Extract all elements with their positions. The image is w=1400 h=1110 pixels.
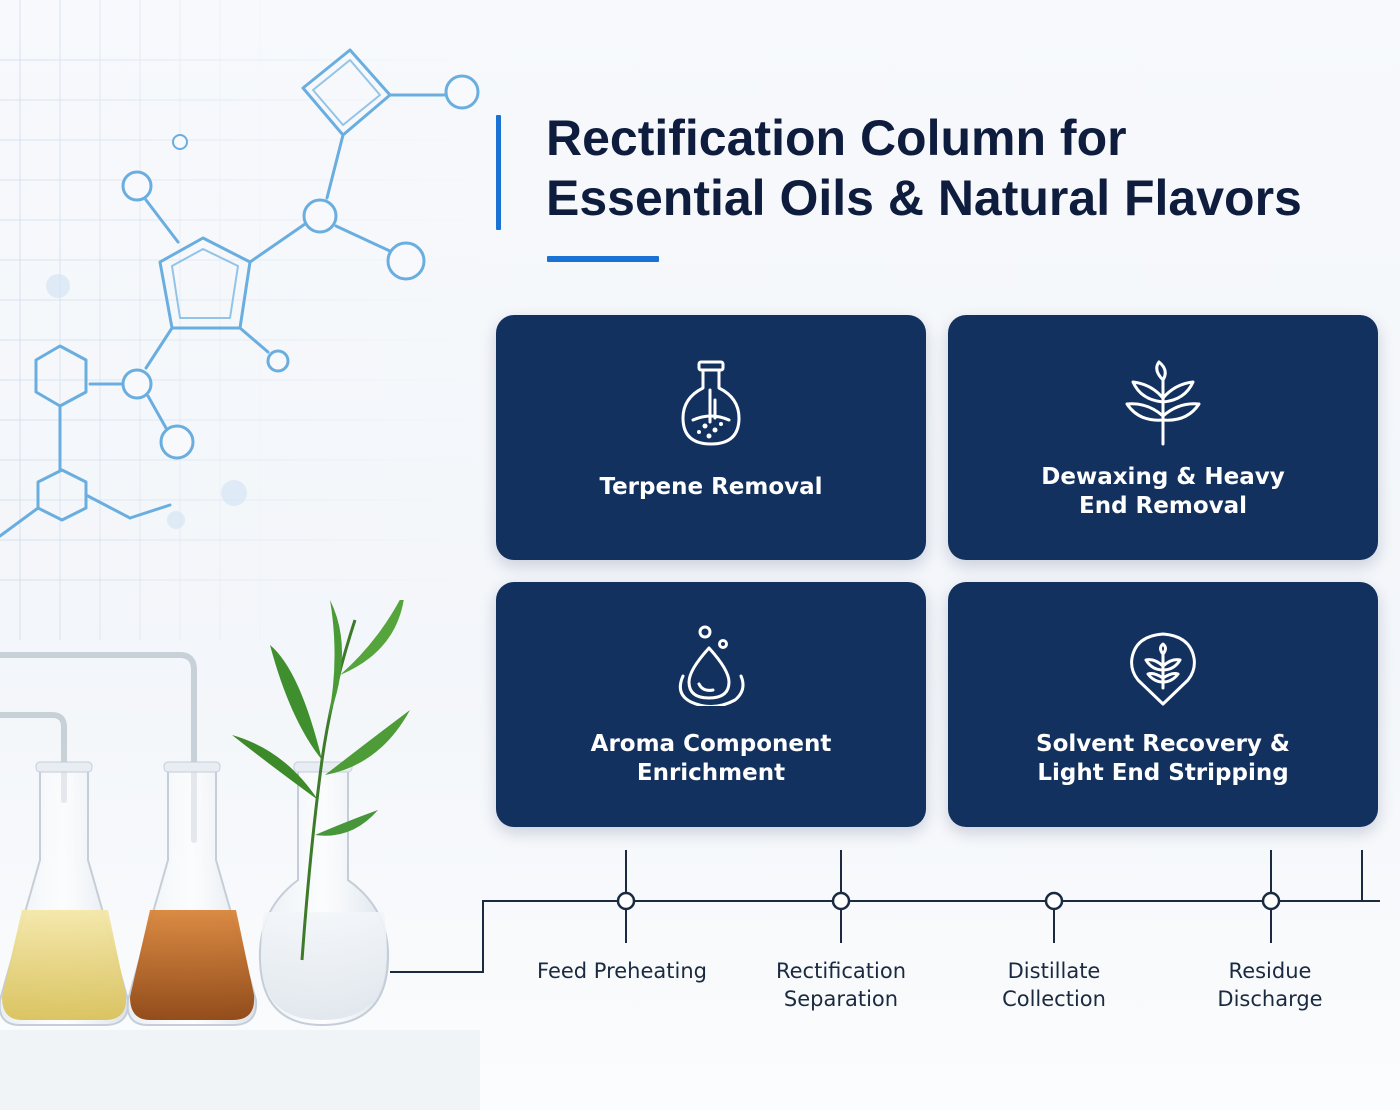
process-node — [1261, 891, 1281, 911]
card-label: Dewaxing & Heavy End Removal — [948, 463, 1378, 521]
step-label-line: Distillate — [1007, 959, 1101, 983]
droplet-icon — [678, 625, 745, 706]
page-title: Rectification Column for Essential Oils … — [546, 108, 1302, 228]
molecule-illustration — [0, 48, 480, 538]
leaf-icon — [1125, 360, 1201, 446]
step-label-line: Rectification — [775, 959, 907, 983]
card-label-line: End Removal — [1078, 493, 1248, 519]
card-label-line: Terpene Removal — [599, 474, 823, 500]
card-label: Terpene Removal — [496, 473, 926, 502]
page-title-line-2: Essential Oils & Natural Flavors — [546, 170, 1302, 226]
card-aroma-component-enrichment: Aroma Component Enrichment — [496, 582, 926, 827]
step-label-line: Discharge — [1217, 987, 1323, 1011]
process-node — [616, 891, 636, 911]
card-solvent-recovery-light-end-stripping: Solvent Recovery & Light End Stripping — [948, 582, 1378, 827]
step-distillate-collection: Distillate Collection — [954, 957, 1154, 1013]
step-label-line: Collection — [1002, 987, 1106, 1011]
card-label-line: Light End Stripping — [1037, 760, 1289, 786]
card-label: Aroma Component Enrichment — [496, 730, 926, 788]
process-node — [1044, 891, 1064, 911]
process-flow-line — [390, 850, 1380, 973]
title-underline — [547, 256, 659, 262]
step-label-line: Feed Preheating — [537, 959, 707, 983]
card-label: Solvent Recovery & Light End Stripping — [948, 730, 1378, 788]
card-label-line: Solvent Recovery & — [1036, 731, 1290, 757]
step-feed-preheating: Feed Preheating — [522, 957, 722, 985]
step-residue-discharge: Residue Discharge — [1170, 957, 1370, 1013]
lab-flasks-illustration — [0, 600, 480, 1110]
page-title-line-1: Rectification Column for — [546, 110, 1127, 166]
step-label-line: Residue — [1228, 959, 1312, 983]
card-dewaxing-heavy-end-removal: Dewaxing & Heavy End Removal — [948, 315, 1378, 560]
title-accent-bar — [496, 115, 501, 230]
card-label-line: Aroma Component — [590, 731, 832, 757]
card-terpene-removal: Terpene Removal — [496, 315, 926, 560]
step-rectification-separation: Rectification Separation — [741, 957, 941, 1013]
card-label-line: Enrichment — [636, 760, 786, 786]
shield-leaf-icon — [1130, 632, 1196, 706]
flask-icon — [681, 360, 741, 446]
step-label-line: Separation — [783, 987, 899, 1011]
process-node — [831, 891, 851, 911]
card-label-line: Dewaxing & Heavy — [1041, 464, 1285, 490]
background-grid — [0, 0, 480, 640]
